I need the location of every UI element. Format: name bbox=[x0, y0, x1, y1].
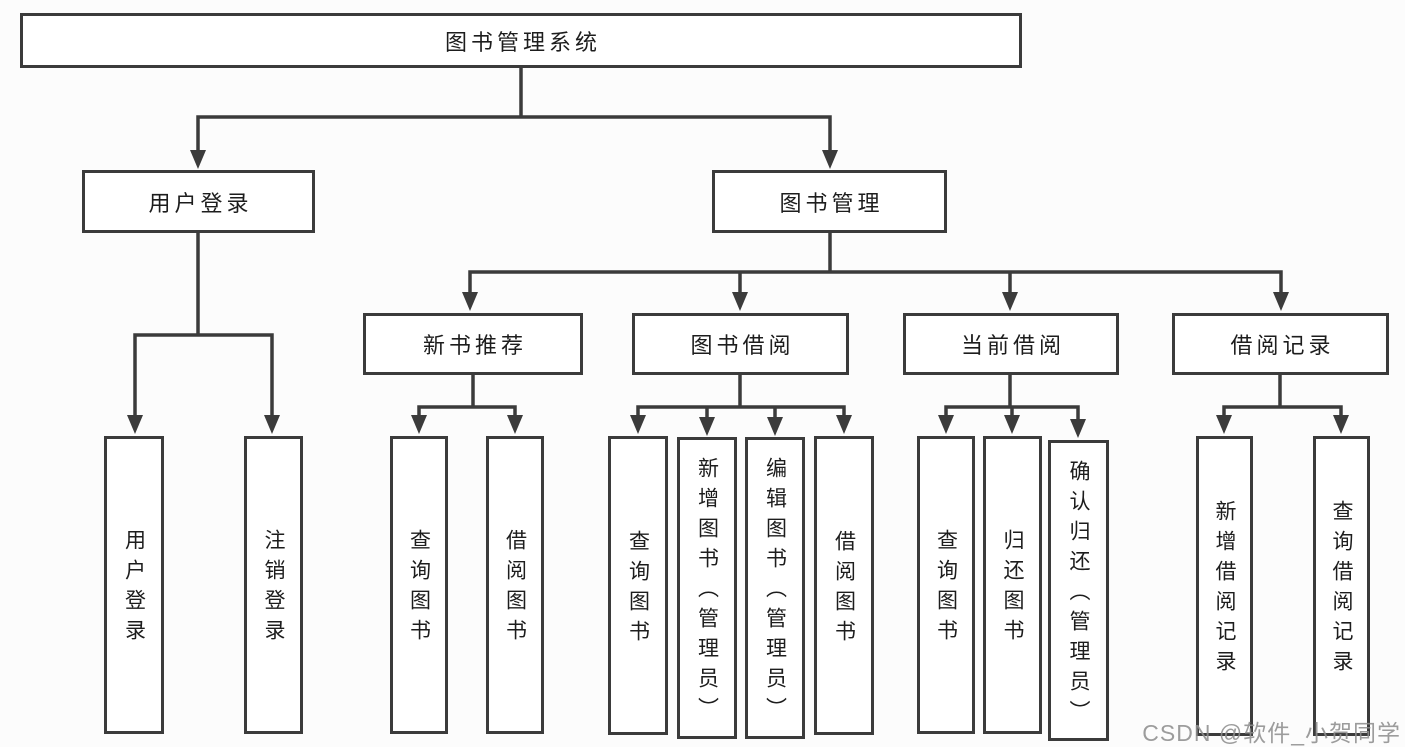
arrow-down-icon bbox=[938, 415, 954, 434]
arrow-down-icon bbox=[411, 415, 427, 434]
leaf-add-borrow-record: 新增借阅记录 bbox=[1196, 436, 1253, 736]
edge-records-to-leaves bbox=[1222, 374, 1343, 416]
arrow-down-icon bbox=[462, 292, 478, 311]
leaf-logout: 注销登录 bbox=[244, 436, 303, 734]
arrow-down-icon bbox=[836, 415, 852, 434]
leaf-user-login: 用户登录 bbox=[104, 436, 164, 734]
node-label: 确认归还（管理员） bbox=[1067, 459, 1090, 730]
node-label: 借阅图书 bbox=[503, 529, 527, 649]
node-label: 借阅图书 bbox=[832, 529, 856, 650]
edge-borrow-to-leaves bbox=[636, 374, 846, 418]
node-borrowing-records: 借阅记录 bbox=[1172, 313, 1389, 375]
node-label: 归还图书 bbox=[1001, 529, 1024, 649]
node-label: 编辑图书（管理员） bbox=[763, 457, 787, 727]
arrow-down-icon bbox=[1002, 292, 1018, 311]
node-label: 用户登录 bbox=[148, 190, 253, 216]
leaf-query-books-recommend: 查询图书 bbox=[390, 436, 448, 734]
arrow-down-icon bbox=[127, 415, 143, 434]
arrow-down-icon bbox=[1333, 415, 1349, 434]
leaf-edit-book-admin: 编辑图书（管理员） bbox=[745, 437, 805, 739]
node-user-login: 用户登录 bbox=[82, 170, 315, 233]
node-label: 新增图书（管理员） bbox=[695, 457, 719, 727]
edge-current-to-leaves bbox=[944, 374, 1080, 420]
node-current-borrowing: 当前借阅 bbox=[903, 313, 1119, 375]
node-book-borrowing: 图书借阅 bbox=[632, 313, 849, 375]
arrow-down-icon bbox=[1004, 415, 1020, 434]
edge-root-to-level2 bbox=[196, 68, 832, 151]
arrow-down-icon bbox=[767, 417, 783, 436]
leaf-add-book-admin: 新增图书（管理员） bbox=[677, 437, 737, 739]
arrow-down-icon bbox=[1273, 292, 1289, 311]
node-book-management: 图书管理 bbox=[712, 170, 947, 233]
arrow-down-icon bbox=[699, 417, 715, 436]
arrow-down-icon bbox=[822, 150, 838, 169]
leaf-confirm-return-admin: 确认归还（管理员） bbox=[1048, 440, 1109, 741]
node-new-book-recommend: 新书推荐 bbox=[363, 313, 583, 375]
arrow-down-icon bbox=[190, 150, 206, 169]
leaf-query-borrow-record: 查询借阅记录 bbox=[1313, 436, 1370, 736]
node-label: 图书借阅 bbox=[690, 333, 795, 358]
node-label: 用户登录 bbox=[122, 529, 146, 649]
arrow-down-icon bbox=[630, 415, 646, 434]
node-label: 查询借阅记录 bbox=[1330, 500, 1353, 680]
leaf-query-books-current: 查询图书 bbox=[917, 436, 975, 734]
leaf-query-books-borrowing: 查询图书 bbox=[608, 436, 668, 735]
node-label: 查询图书 bbox=[407, 529, 431, 649]
node-label: 图书管理系统 bbox=[444, 29, 601, 55]
leaf-borrow-books-borrowing: 借阅图书 bbox=[814, 436, 874, 735]
node-label: 注销登录 bbox=[262, 529, 285, 649]
edge-userlogin-to-leaves bbox=[133, 233, 274, 416]
leaf-return-book: 归还图书 bbox=[983, 436, 1042, 734]
leaf-borrow-books-recommend: 借阅图书 bbox=[486, 436, 544, 734]
arrow-down-icon bbox=[732, 292, 748, 311]
node-label: 查询图书 bbox=[934, 529, 958, 649]
node-label: 当前借阅 bbox=[960, 333, 1065, 358]
node-root-system: 图书管理系统 bbox=[20, 13, 1022, 68]
edge-bookmgmt-to-level3 bbox=[468, 233, 1283, 293]
node-label: 借阅记录 bbox=[1230, 333, 1335, 358]
arrow-down-icon bbox=[1070, 419, 1086, 438]
arrow-down-icon bbox=[507, 415, 523, 434]
node-label: 新书推荐 bbox=[422, 333, 527, 358]
arrow-down-icon bbox=[1216, 415, 1232, 434]
node-label: 图书管理 bbox=[779, 190, 884, 216]
csdn-watermark: CSDN @软件_小贺同学 bbox=[1142, 720, 1401, 746]
edge-newbook-to-leaves bbox=[417, 374, 517, 416]
arrow-down-icon bbox=[264, 415, 280, 434]
node-label: 查询图书 bbox=[626, 529, 650, 650]
node-label: 新增借阅记录 bbox=[1213, 500, 1236, 680]
